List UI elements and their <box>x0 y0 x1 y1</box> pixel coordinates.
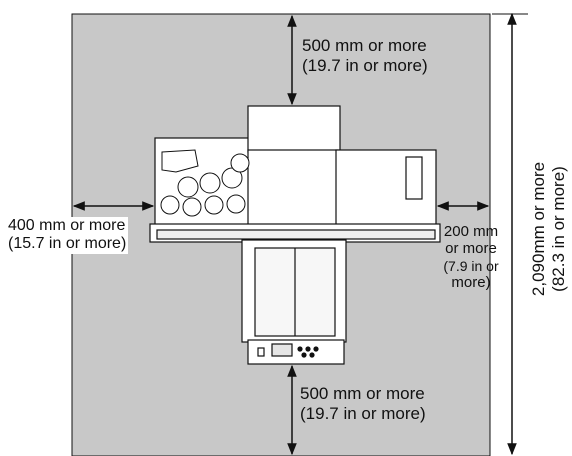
right-clearance-in: (7.9 in or <box>443 257 499 274</box>
left-clearance-label: 400 mm or more (15.7 in or more) <box>6 217 129 254</box>
top-clearance-in: (19.7 in or more) <box>302 55 428 75</box>
left-clearance-in: (15.7 in or more) <box>8 235 127 253</box>
right-clearance-mm: 200 mm <box>443 223 499 240</box>
total-length-mm: 2,090mm or more <box>529 161 548 297</box>
printer-top-view <box>149 105 441 365</box>
top-clearance-mm: 500 mm or more <box>302 36 427 55</box>
right-clearance-label: 200 mm or more (7.9 in or more) <box>443 223 499 291</box>
right-clearance-more: more) <box>451 273 491 291</box>
bottom-clearance-label: 500 mm or more (19.7 in or more) <box>300 384 426 423</box>
top-clearance-label: 500 mm or more (19.7 in or more) <box>302 36 428 75</box>
left-clearance-mm: 400 mm or more <box>8 217 126 234</box>
bottom-clearance-mm: 500 mm or more <box>300 384 425 403</box>
right-clearance-or-more: or more <box>445 240 497 258</box>
bottom-clearance-in: (19.7 in or more) <box>300 403 426 423</box>
total-length-in: (82.3 in or more) <box>548 166 568 292</box>
total-length-label: 2,090mm or more (82.3 in or more) <box>529 149 571 309</box>
